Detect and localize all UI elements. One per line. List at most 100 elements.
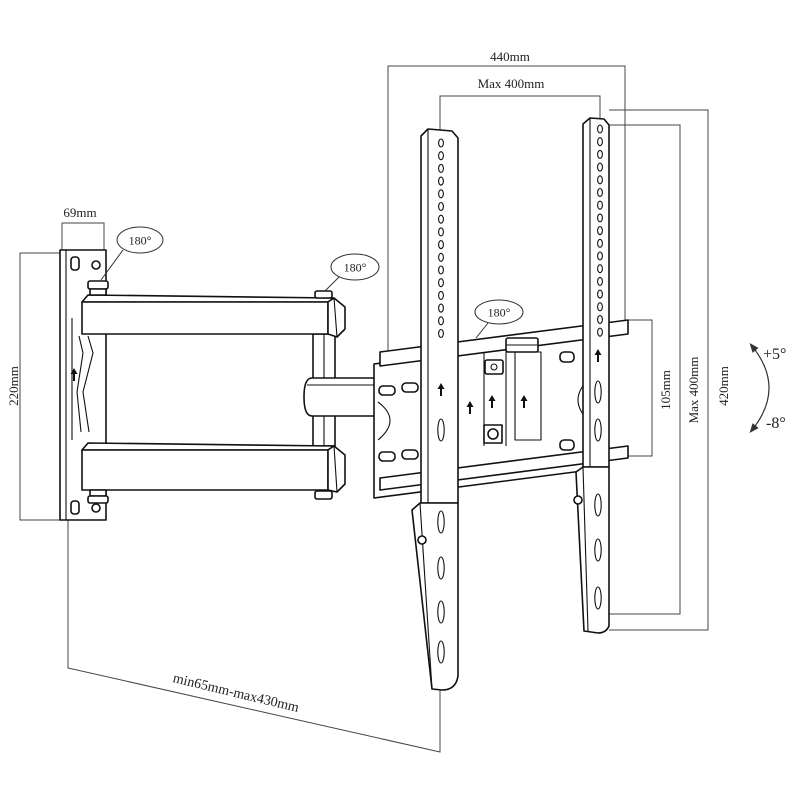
swivel-callout-wall: 180° (100, 226, 164, 281)
up-arrow-icon (594, 349, 602, 362)
outer-height-dimension-line (609, 109, 709, 631)
left-arm-slot (437, 556, 445, 580)
swivel-angle-label: 180° (344, 261, 367, 275)
left-arm-adjust-hole (438, 303, 444, 313)
bracket-slot (559, 439, 575, 451)
left-arm-adjust-hole (438, 316, 444, 326)
right-arm-adjust-hole (597, 175, 603, 185)
right-arm-slot (594, 538, 602, 562)
left-arm-adjust-hole (438, 328, 444, 339)
upper-arm-cap-edge (333, 297, 338, 338)
extension-label: min65mm-max430mm (171, 671, 300, 716)
bracket-slot (378, 451, 396, 462)
right-arm-slot (594, 493, 602, 517)
tilt-arrow-icon (749, 343, 770, 433)
left-arm-adjust-hole (438, 227, 444, 237)
right-arm-slot (594, 418, 602, 442)
plate-width-label: 69mm (63, 205, 96, 220)
dimension-lines (19, 65, 709, 753)
right-arm-adjust-hole (597, 162, 603, 172)
swivel-angle-label: 180° (488, 306, 511, 320)
bracket-slot (401, 382, 419, 393)
vesa-width-label: Max 400mm (478, 76, 545, 91)
bracket-curved-cutout (377, 401, 391, 441)
left-tv-arm-lower (411, 502, 459, 691)
wall-hinge-top-washer (89, 288, 107, 296)
wall-hinge-top-nut (87, 280, 109, 290)
bracket-center-bolt (484, 359, 504, 375)
tilt-indicator: +5° -8° (749, 343, 786, 433)
up-arrow-icon (437, 383, 445, 396)
outer-width-dimension-line (387, 65, 626, 351)
left-arm-adjust-hole (438, 176, 444, 186)
left-arm-adjust-hole (438, 189, 444, 199)
swivel-callout-elbow: 180° (324, 253, 380, 292)
right-arm-adjust-hole (597, 187, 603, 198)
right-arm-adjust-hole (597, 149, 603, 159)
left-arm-slot (437, 640, 445, 664)
right-arm-adjust-hole (597, 213, 603, 223)
left-arm-adjust-hole (438, 240, 444, 250)
plate-width-dimension-line (61, 222, 105, 250)
right-tv-arm-upper (582, 117, 610, 468)
wall-plate-top-hole (91, 260, 101, 270)
left-arm-slot (437, 600, 445, 624)
left-arm-adjust-hole (438, 265, 444, 275)
callout-leader (100, 249, 124, 281)
right-tv-arm-lower (575, 466, 610, 634)
right-arm-adjust-hole (597, 276, 603, 286)
left-arm-slot (437, 510, 445, 534)
callout-leader (324, 276, 340, 292)
vesa-width-dimension-line (439, 95, 601, 130)
bracket-slot (401, 449, 419, 460)
callout-bubble (116, 226, 164, 254)
up-arrow-icon (520, 395, 528, 408)
wall-plate-keyhole-inner (76, 335, 84, 433)
left-tv-arm-lower-edge (419, 502, 433, 690)
plate-height-dimension-line (19, 252, 60, 521)
right-arm-adjust-hole (597, 302, 603, 312)
left-arm-adjust-hole (438, 138, 444, 148)
left-arm-adjust-hole (438, 252, 444, 262)
middle-arm (303, 377, 379, 417)
right-arm-adjust-hole (597, 124, 603, 134)
vesa-height-dimension-line (609, 124, 681, 615)
swivel-angle-label: 180° (129, 234, 152, 248)
left-arm-adjust-hole (438, 278, 444, 288)
wall-hinge-bottom-nut (87, 495, 109, 504)
lower-arm-front-face (81, 449, 329, 491)
lower-arm-cap-edge (333, 445, 338, 493)
left-arm-adjust-hole (438, 290, 444, 300)
right-tv-arm-lower-edge (582, 466, 589, 632)
left-arm-slot (437, 418, 445, 442)
callout-bubble (474, 299, 524, 325)
right-tv-arm-safety-pin (573, 495, 583, 505)
left-tv-arm-safety-pin (417, 535, 427, 545)
vesa-height-label: Max 400mm (686, 357, 701, 424)
wall-plate-bottom-hole (91, 503, 101, 513)
pivot-nuts (87, 280, 333, 504)
bracket-slot (559, 351, 575, 363)
up-arrow-icon (70, 368, 78, 381)
extension-dimension-line (67, 520, 441, 753)
rail-height-label: 105mm (658, 370, 673, 410)
right-arm-adjust-hole (597, 137, 603, 147)
left-arm-adjust-hole (438, 163, 444, 173)
upper-arm (81, 294, 346, 338)
outer-width-label: 440mm (490, 49, 530, 64)
swivel-callout-bracket: 180° (474, 299, 524, 339)
right-arm-adjust-hole (597, 264, 603, 274)
mounting-holes (437, 124, 603, 664)
right-arm-adjust-hole (597, 200, 603, 210)
wall-hinge-bottom-washer (89, 489, 107, 497)
elbow-bottom-nut (314, 490, 333, 500)
callout-bubble (330, 253, 380, 281)
tilt-up-label: +5° (763, 346, 786, 363)
up-arrow-icon (466, 401, 474, 414)
lower-arm (81, 442, 346, 493)
lower-arm-top-face (81, 442, 335, 451)
right-arm-adjust-hole (597, 327, 603, 337)
direction-arrows (70, 349, 602, 414)
upper-arm-top-face (81, 294, 335, 303)
